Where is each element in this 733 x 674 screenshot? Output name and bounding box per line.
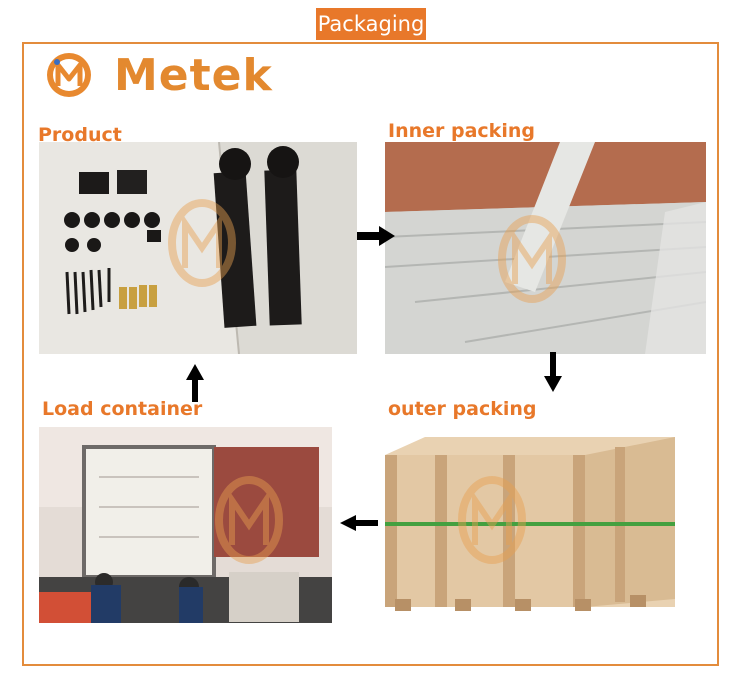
logo-mark-icon — [47, 53, 91, 97]
arrow-up-icon — [186, 364, 204, 402]
outer-packing-label: outer packing — [388, 398, 537, 420]
outer-packing-photo — [385, 427, 675, 617]
load-container-label: Load container — [42, 398, 203, 420]
load-container-photo — [39, 427, 332, 623]
arrow-left-icon — [340, 515, 378, 531]
product-photo — [39, 142, 357, 354]
packaging-title: Packaging — [316, 8, 426, 40]
product-label: Product — [38, 124, 122, 146]
brand-name: Metek — [114, 50, 273, 101]
metek-logo: Metek — [44, 48, 304, 104]
inner-packing-label: Inner packing — [388, 120, 535, 142]
arrow-down-icon — [544, 352, 562, 392]
content-frame — [22, 42, 719, 666]
inner-packing-photo — [385, 142, 706, 354]
arrow-right-icon — [357, 226, 395, 246]
